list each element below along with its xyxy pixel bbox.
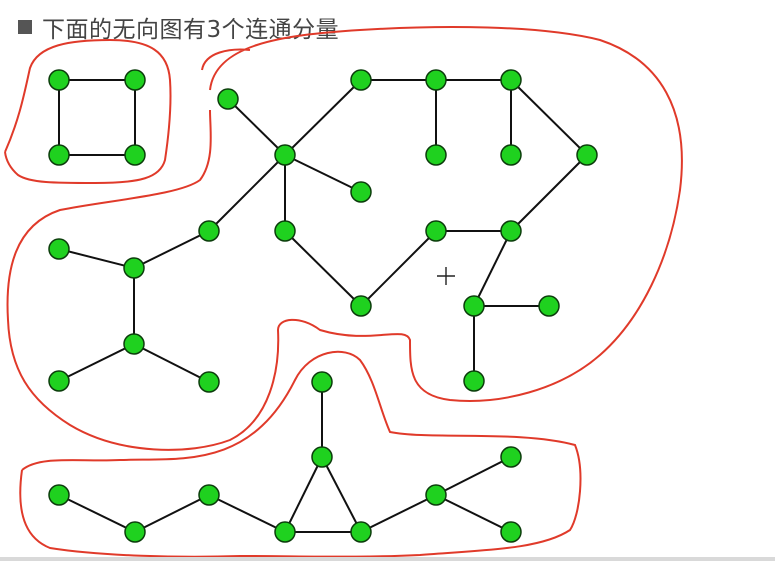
- graph-node: [124, 144, 146, 166]
- graph-edge: [134, 494, 210, 533]
- component-outlines: [4, 26, 683, 558]
- graph-node: [48, 69, 70, 91]
- graph-edge: [133, 343, 210, 383]
- component-outline-square: [4, 38, 172, 185]
- graph-edge: [208, 154, 286, 232]
- graph-node: [198, 371, 220, 393]
- graph-edge: [510, 154, 588, 232]
- component-outline-large: [6, 26, 683, 451]
- slide-bottom-border: [0, 557, 775, 561]
- graph-edge: [227, 98, 286, 156]
- graph-node: [274, 220, 296, 242]
- graph-node: [350, 181, 372, 203]
- graph-node: [500, 144, 522, 166]
- graph-node: [48, 484, 70, 506]
- graph-edge: [284, 230, 362, 307]
- graph-node: [350, 521, 372, 543]
- graph-node: [425, 69, 447, 91]
- slide-title-row: 下面的无向图有3个连通分量: [18, 10, 339, 44]
- graph-node: [350, 69, 372, 91]
- graph-node: [274, 144, 296, 166]
- component-outline-bottom: [19, 350, 582, 558]
- graph-node: [123, 257, 145, 279]
- graph-nodes: [48, 69, 598, 543]
- graph-edge: [360, 230, 437, 307]
- graph-edge: [321, 456, 362, 533]
- graph-node: [538, 295, 560, 317]
- graph-node: [311, 371, 333, 393]
- graph-node: [500, 69, 522, 91]
- graph-edge: [473, 230, 512, 307]
- graph-edges: [58, 79, 588, 533]
- graph-node: [198, 484, 220, 506]
- graph-node: [198, 220, 220, 242]
- graph-edge: [360, 494, 437, 533]
- slide-title: 下面的无向图有3个连通分量: [42, 17, 340, 43]
- graph-edge: [58, 248, 135, 269]
- crosshair-icon: [437, 267, 455, 285]
- graph-edge: [58, 494, 136, 533]
- graph-edge: [284, 154, 362, 193]
- graph-node: [124, 69, 146, 91]
- graph-edge: [133, 230, 210, 269]
- graph-node: [500, 220, 522, 242]
- graph-node: [463, 370, 485, 392]
- graph-node: [48, 238, 70, 260]
- graph-node: [425, 220, 447, 242]
- graph-node: [425, 144, 447, 166]
- graph-edge: [435, 456, 512, 496]
- graph-node: [124, 521, 146, 543]
- graph-edge: [510, 79, 588, 156]
- graph-edge: [208, 494, 286, 533]
- graph-edge: [58, 343, 135, 382]
- graph-node: [217, 88, 239, 110]
- graph-edge: [284, 456, 323, 533]
- graph-node: [576, 144, 598, 166]
- graph-node: [48, 144, 70, 166]
- graph-node: [425, 484, 447, 506]
- graph-edge: [435, 494, 512, 533]
- square-bullet-icon: [18, 20, 32, 34]
- graph-node: [500, 521, 522, 543]
- graph-node: [350, 295, 372, 317]
- graph-node: [123, 333, 145, 355]
- graph-node: [463, 295, 485, 317]
- graph-node: [500, 446, 522, 468]
- graph-node: [274, 521, 296, 543]
- graph-node: [48, 370, 70, 392]
- graph-edge: [284, 79, 362, 156]
- graph-node: [311, 446, 333, 468]
